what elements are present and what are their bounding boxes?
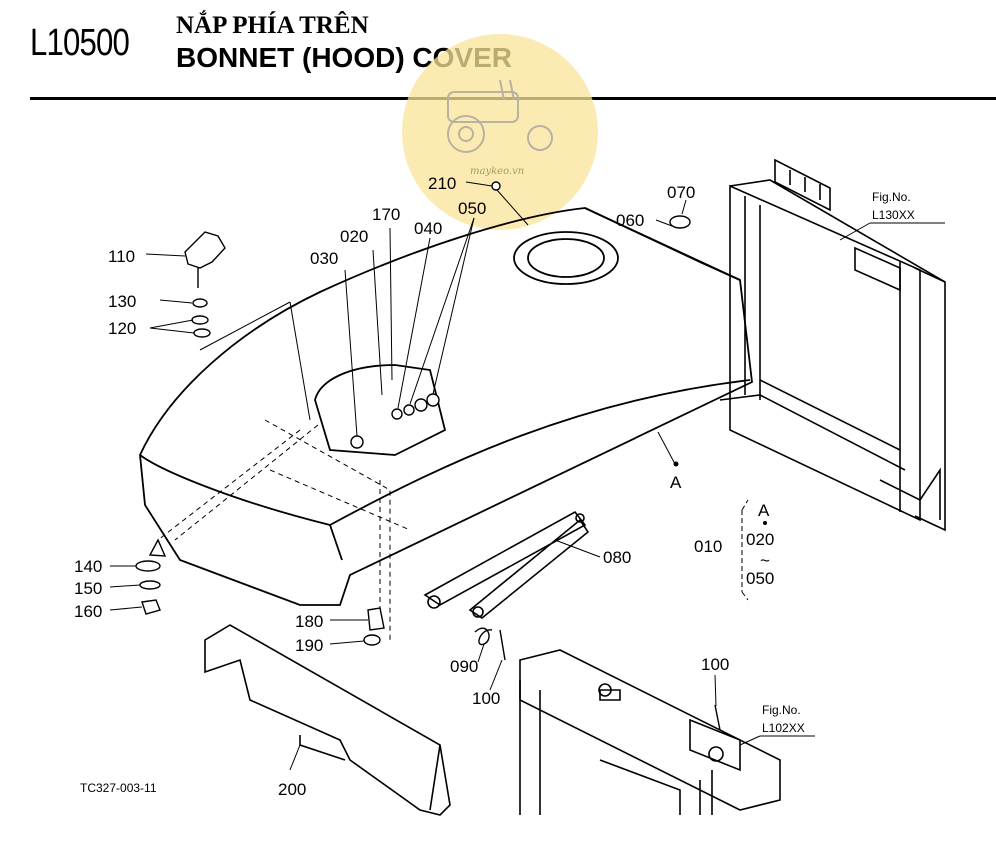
watermark-logo: maykeo.vn <box>402 34 598 230</box>
label-030: 030 <box>310 249 338 268</box>
label-140: 140 <box>74 557 102 576</box>
support-link <box>423 510 590 619</box>
section-code: L10500 <box>30 22 130 64</box>
label-110: 110 <box>108 247 135 266</box>
label-170: 170 <box>372 205 400 224</box>
chassis-frame <box>519 649 781 815</box>
label-130: 130 <box>108 292 136 311</box>
label-040: 040 <box>414 219 442 238</box>
fig-ref-l102: L102XX <box>762 721 805 735</box>
label-180: 180 <box>295 612 323 631</box>
detail-a: A <box>758 501 770 520</box>
label-210: 210 <box>428 174 456 193</box>
front-guard <box>204 624 451 816</box>
label-200: 200 <box>278 780 306 799</box>
marker-a: A <box>670 473 682 492</box>
detail-020: 020 <box>746 530 774 549</box>
drawing-number: TC327-003-11 <box>80 781 157 795</box>
label-060: 060 <box>616 211 644 230</box>
fig-label-l130: Fig.No. <box>872 190 911 204</box>
label-190: 190 <box>295 636 323 655</box>
label-090: 090 <box>450 657 478 676</box>
detail-tilde: ~ <box>760 551 770 570</box>
detail-dot <box>763 521 767 525</box>
hood-cover <box>139 207 753 606</box>
label-080: 080 <box>603 548 631 567</box>
fig-label-l102: Fig.No. <box>762 703 801 717</box>
detail-bracket <box>741 499 749 601</box>
fig-ref-l130: L130XX <box>872 208 915 222</box>
hidden-lines <box>157 419 411 640</box>
frame-structure <box>719 158 946 532</box>
label-100-right: 100 <box>701 655 729 674</box>
label-100-left: 100 <box>472 689 500 708</box>
title-vietnamese: NẮP PHÍA TRÊN <box>176 12 369 39</box>
hardware <box>135 181 721 731</box>
leader-lines <box>109 181 945 771</box>
label-150: 150 <box>74 579 102 598</box>
label-020: 020 <box>340 227 368 246</box>
marker-dot-a <box>673 461 679 467</box>
label-050: 050 <box>458 199 486 218</box>
label-160: 160 <box>74 602 102 621</box>
label-070: 070 <box>667 183 695 202</box>
label-120: 120 <box>108 319 136 338</box>
watermark-text: maykeo.vn <box>470 166 524 177</box>
detail-050: 050 <box>746 569 774 588</box>
detail-010: 010 <box>694 537 722 556</box>
